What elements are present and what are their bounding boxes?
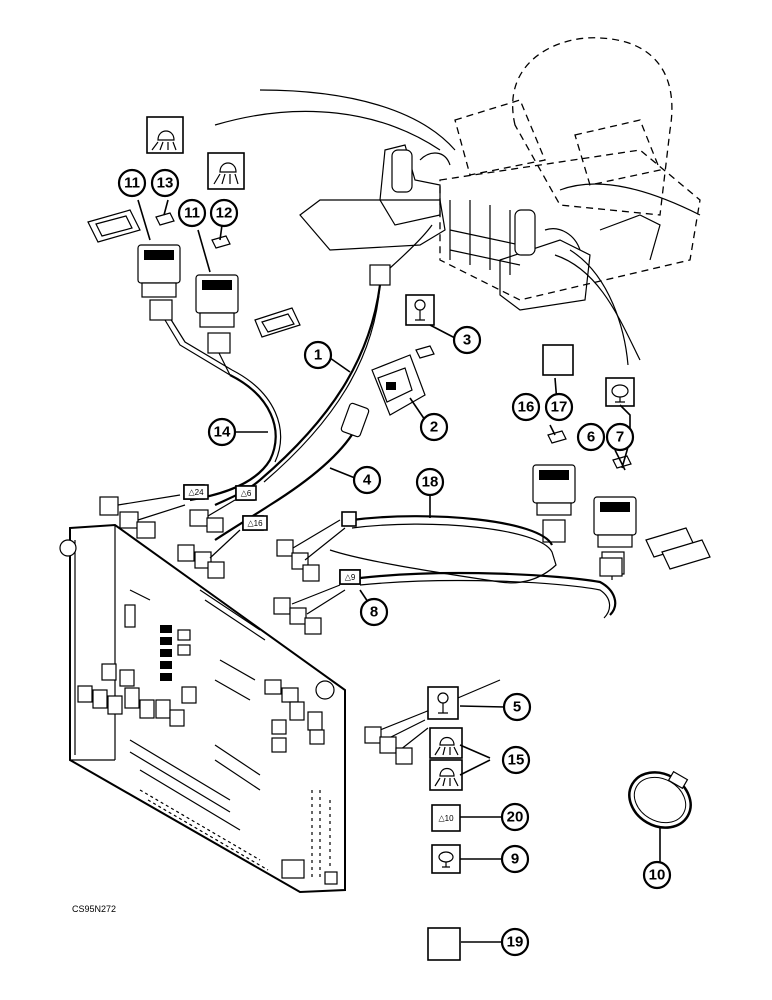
callout-11-right: 11 (177, 198, 207, 228)
worklight-symbol-12 (207, 152, 245, 190)
callout-10: 10 (642, 860, 672, 890)
symbol-9 (431, 844, 461, 874)
svg-text:14: 14 (214, 424, 231, 441)
svg-text:5: 5 (513, 699, 521, 716)
right-armrest-console (499, 209, 591, 311)
callout-13: 13 (150, 168, 180, 198)
harness-tag-24: △24 (183, 484, 209, 500)
callout-9: 9 (500, 844, 530, 874)
connector-cluster-18 (276, 519, 346, 582)
lens-17 (547, 430, 567, 444)
callout-2: 2 (419, 412, 449, 442)
svg-text:9: 9 (511, 851, 519, 868)
svg-text:10: 10 (649, 867, 666, 884)
blank-symbol-17 (542, 344, 574, 376)
svg-text:1: 1 (314, 347, 322, 364)
worklight-symbol-13 (146, 116, 184, 154)
svg-text:18: 18 (422, 474, 439, 491)
svg-text:△24: △24 (188, 488, 204, 497)
circuit-board (59, 523, 346, 894)
symbol-7 (605, 377, 635, 407)
svg-text:4: 4 (363, 472, 372, 489)
harness-tag-9: △9 (339, 569, 361, 585)
callout-19: 19 (500, 927, 530, 957)
callout-4: 4 (352, 465, 382, 495)
blank-plate-left (87, 209, 141, 243)
harness-tag-10: △10 (438, 814, 454, 823)
hitch-symbol-5 (427, 686, 459, 720)
svg-text:6: 6 (587, 429, 595, 446)
svg-text:12: 12 (216, 205, 233, 222)
lens-12 (211, 235, 231, 249)
harness-18 (329, 511, 557, 584)
svg-text:16: 16 (518, 399, 535, 416)
svg-text:15: 15 (508, 752, 525, 769)
callout-18: 18 (415, 467, 445, 497)
svg-text:7: 7 (616, 429, 624, 446)
callout-15: 15 (501, 745, 531, 775)
svg-text:△16: △16 (247, 519, 263, 528)
svg-text:2: 2 (430, 419, 438, 436)
svg-text:△10: △10 (438, 814, 454, 823)
cable-tie-10 (628, 770, 692, 829)
callout-5: 5 (502, 692, 532, 722)
blank-plates-right (645, 527, 711, 570)
left-armrest-console (299, 144, 451, 251)
worklight-symbols-15 (429, 727, 463, 791)
svg-text:17: 17 (551, 399, 568, 416)
callout-7: 7 (605, 422, 635, 452)
callout-1: 1 (303, 340, 333, 370)
callout-3: 3 (452, 325, 482, 355)
callout-14: 14 (207, 417, 237, 447)
switch-16 (532, 464, 576, 543)
harness-tag-16: △16 (242, 515, 268, 531)
svg-text:20: 20 (507, 809, 524, 826)
hitch-symbol-3 (405, 294, 435, 326)
svg-text:19: 19 (507, 934, 524, 951)
callout-12: 12 (209, 198, 239, 228)
callout-20: 20 (500, 802, 530, 832)
lens-13 (155, 212, 175, 226)
svg-text:11: 11 (124, 175, 140, 192)
callout-6: 6 (576, 422, 606, 452)
callout-16: 16 (511, 392, 541, 422)
switch-11-left (137, 244, 181, 321)
lens-7 (612, 455, 632, 469)
rocker-switch-2 (371, 354, 426, 416)
svg-text:13: 13 (157, 175, 174, 192)
callout-11-left: 11 (117, 168, 147, 198)
svg-text:3: 3 (463, 332, 471, 349)
callout-8: 8 (359, 597, 389, 627)
harness-4 (214, 402, 370, 541)
svg-text:△6: △6 (241, 489, 252, 498)
leader-lines (137, 199, 661, 943)
operator-seat (439, 37, 701, 301)
blank-plate-mid (254, 307, 301, 338)
blank-symbol-19 (427, 927, 461, 961)
switch-11-right (195, 274, 239, 354)
lens-3 (415, 345, 435, 359)
callout-17: 17 (544, 392, 574, 422)
harness-8 (359, 557, 623, 619)
tag-symbol-20 (431, 804, 461, 832)
svg-text:11: 11 (184, 205, 200, 222)
reference-code: CS95N272 (72, 904, 116, 914)
svg-text:8: 8 (370, 604, 378, 621)
harness-1 (214, 224, 433, 506)
harness-tag-6: △6 (235, 485, 257, 501)
harness-5-15 (364, 679, 501, 765)
svg-text:△9: △9 (345, 573, 356, 582)
